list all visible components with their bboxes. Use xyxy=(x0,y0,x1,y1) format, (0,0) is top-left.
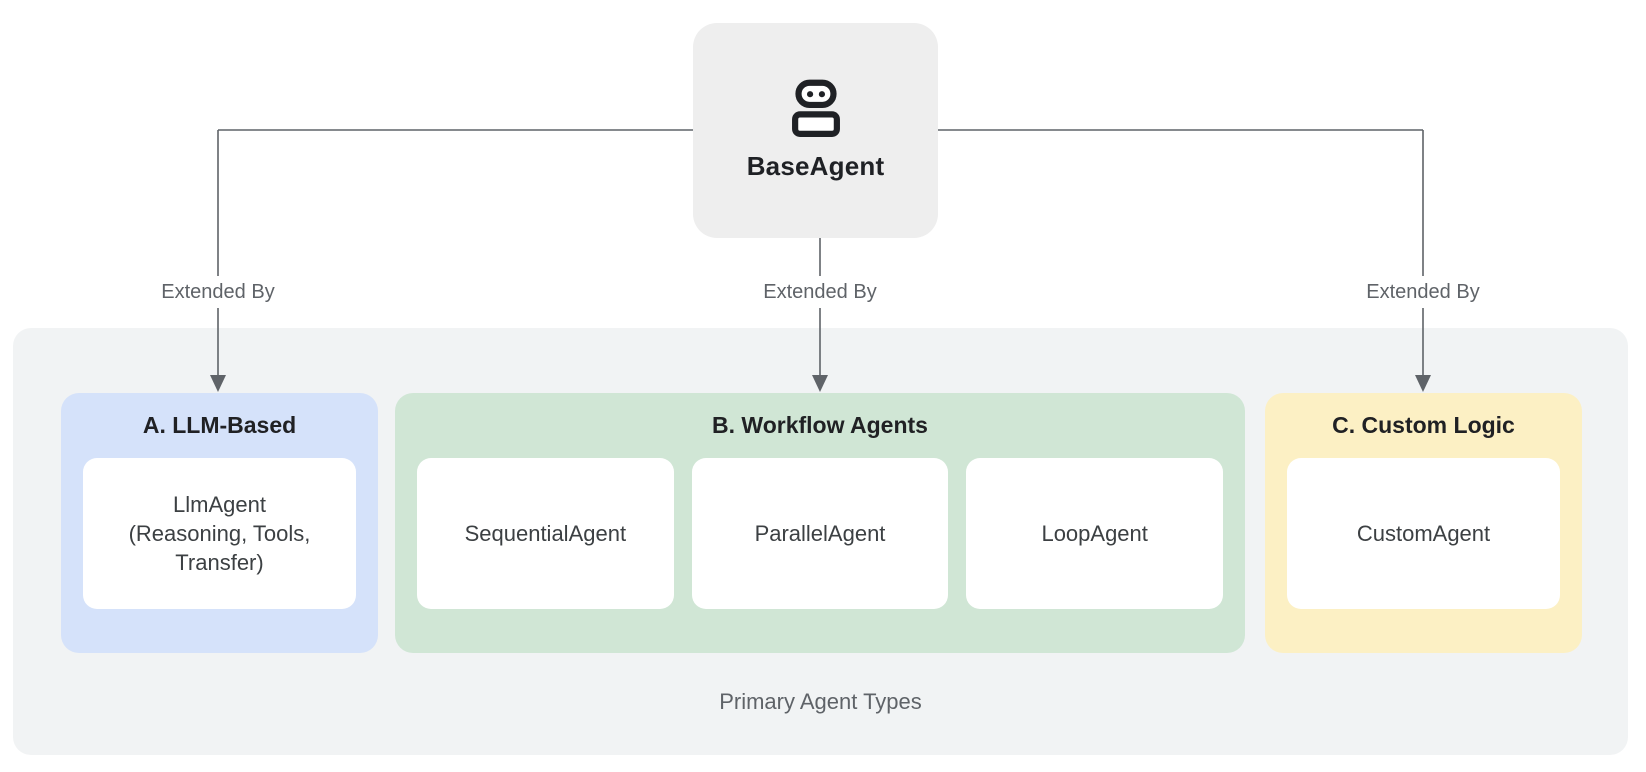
cards-row-llm-based: LlmAgent (Reasoning, Tools, Transfer) xyxy=(61,458,378,609)
agent-card-llmagent: LlmAgent (Reasoning, Tools, Transfer) xyxy=(83,458,356,609)
base-agent-node: BaseAgent xyxy=(693,23,938,238)
group-title-custom-logic: C. Custom Logic xyxy=(1332,412,1515,438)
agent-card-customagent: CustomAgent xyxy=(1287,458,1560,609)
group-title-llm-based: A. LLM-Based xyxy=(142,412,297,438)
group-custom-logic: C. Custom Logic CustomAgent xyxy=(1265,393,1582,653)
robot-icon xyxy=(791,79,840,137)
panel-caption: Primary Agent Types xyxy=(719,689,922,714)
group-title-workflow-agents: B. Workflow Agents xyxy=(712,412,928,438)
edge-label-center: Extended By xyxy=(755,276,885,308)
agent-card-parallelagent: ParallelAgent xyxy=(691,458,949,609)
agent-card-sequentialagent: SequentialAgent xyxy=(417,458,674,609)
cards-row-custom-logic: CustomAgent xyxy=(1265,458,1582,609)
base-agent-label: BaseAgent xyxy=(746,151,885,181)
edge-label-left: Extended By xyxy=(153,276,283,308)
edge-label-right: Extended By xyxy=(1358,276,1488,308)
group-llm-based: A. LLM-Based LlmAgent (Reasoning, Tools,… xyxy=(61,393,378,653)
cards-row-workflow-agents: SequentialAgent ParallelAgent LoopAgent xyxy=(395,458,1245,609)
agent-card-loopagent: LoopAgent xyxy=(966,458,1224,609)
group-workflow-agents: B. Workflow Agents SequentialAgent Paral… xyxy=(395,393,1245,653)
